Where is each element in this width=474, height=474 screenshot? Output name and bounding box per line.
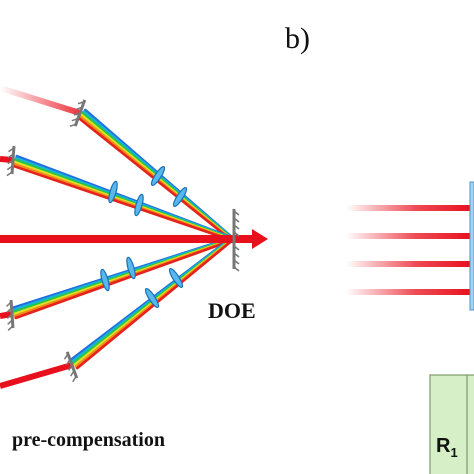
lens	[134, 193, 144, 217]
lens	[144, 288, 160, 308]
input-beam-bottom	[0, 362, 73, 389]
mirror-lower	[5, 299, 15, 331]
panel-b-label: b)	[285, 22, 310, 55]
central-beam-arrowhead	[252, 229, 268, 249]
lens	[168, 268, 184, 288]
mirror-bottom	[63, 351, 79, 383]
r1-subscript: 1	[450, 445, 457, 460]
r1-letter: R	[436, 435, 451, 457]
spectral-beam-upper	[11, 154, 234, 242]
lens	[108, 180, 118, 204]
mirror-top	[69, 99, 87, 128]
spectral-beam-lower	[11, 236, 234, 320]
r1-block: R1	[429, 374, 474, 474]
doe-element	[232, 209, 240, 272]
lenses	[100, 166, 188, 308]
spectral-ray	[11, 164, 233, 242]
pre-compensation-label: pre-compensation	[12, 429, 165, 451]
input-beams	[0, 85, 83, 389]
lens	[126, 256, 136, 280]
spectral-ray	[14, 238, 234, 320]
optical-plate-edge	[469, 181, 474, 311]
parallel-beam	[346, 205, 472, 211]
input-beam-top	[0, 85, 83, 116]
input-beam-lower	[0, 311, 13, 319]
lens	[100, 268, 110, 292]
central-beam	[0, 229, 268, 249]
lens	[150, 166, 166, 186]
parallel-beam	[346, 261, 472, 267]
parallel-beams	[346, 205, 472, 295]
parallel-beam	[346, 289, 472, 295]
doe-label: DOE	[208, 298, 256, 323]
r1-label: R1	[436, 435, 458, 460]
input-beam-upper	[0, 156, 14, 163]
panel-a: DOE pre-compensation	[0, 85, 268, 451]
mirror-upper	[6, 145, 16, 177]
panel-b: b) R1	[285, 22, 474, 474]
parallel-beam	[346, 233, 472, 239]
lens	[172, 187, 188, 207]
